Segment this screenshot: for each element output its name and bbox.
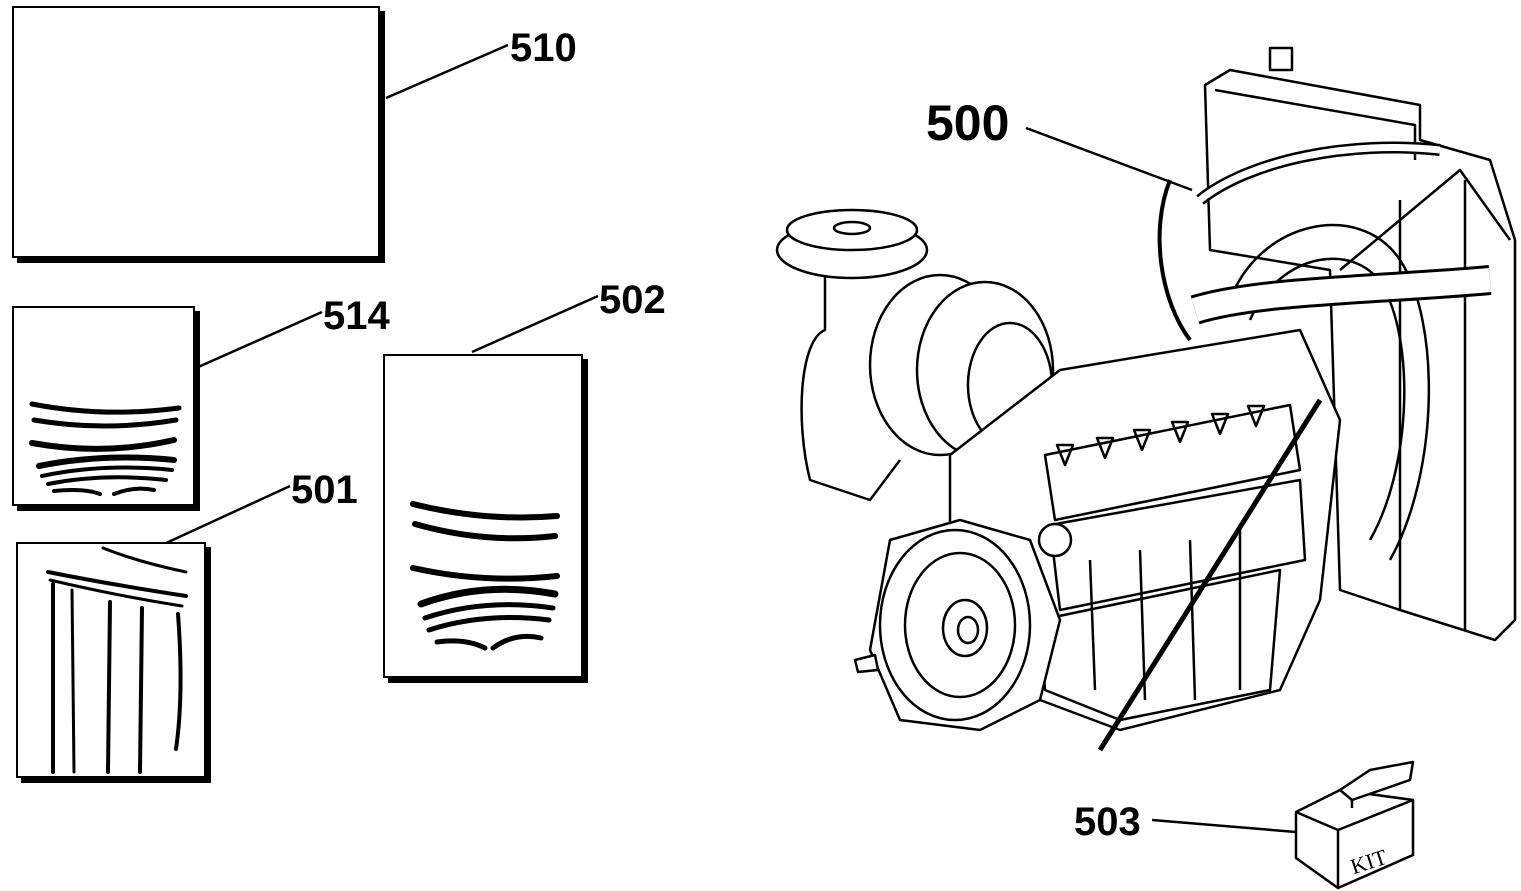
image-panel-502 bbox=[383, 354, 583, 678]
leader-line-501 bbox=[163, 484, 291, 546]
ring-pattern-image-514 bbox=[29, 401, 182, 496]
leader-line-502 bbox=[471, 294, 599, 354]
image-panel-501 bbox=[16, 542, 206, 778]
label-500: 500 bbox=[926, 95, 1010, 151]
label-514: 514 bbox=[323, 294, 390, 338]
label-501: 501 bbox=[291, 468, 358, 512]
label-502: 502 bbox=[599, 278, 666, 322]
engine-illustration bbox=[775, 46, 1517, 752]
kit-box-illustration bbox=[1294, 760, 1415, 890]
label-510: 510 bbox=[510, 26, 577, 70]
leader-line-503 bbox=[1151, 818, 1297, 834]
ribbed-pattern-image-501 bbox=[46, 546, 188, 774]
leader-line-500 bbox=[1025, 126, 1193, 192]
display-panel-510 bbox=[12, 6, 380, 258]
leader-line-514 bbox=[195, 310, 323, 370]
leader-line-510 bbox=[385, 43, 509, 100]
ring-pattern-image-502 bbox=[410, 501, 560, 651]
image-panel-514 bbox=[12, 306, 195, 506]
label-503: 503 bbox=[1074, 800, 1141, 844]
